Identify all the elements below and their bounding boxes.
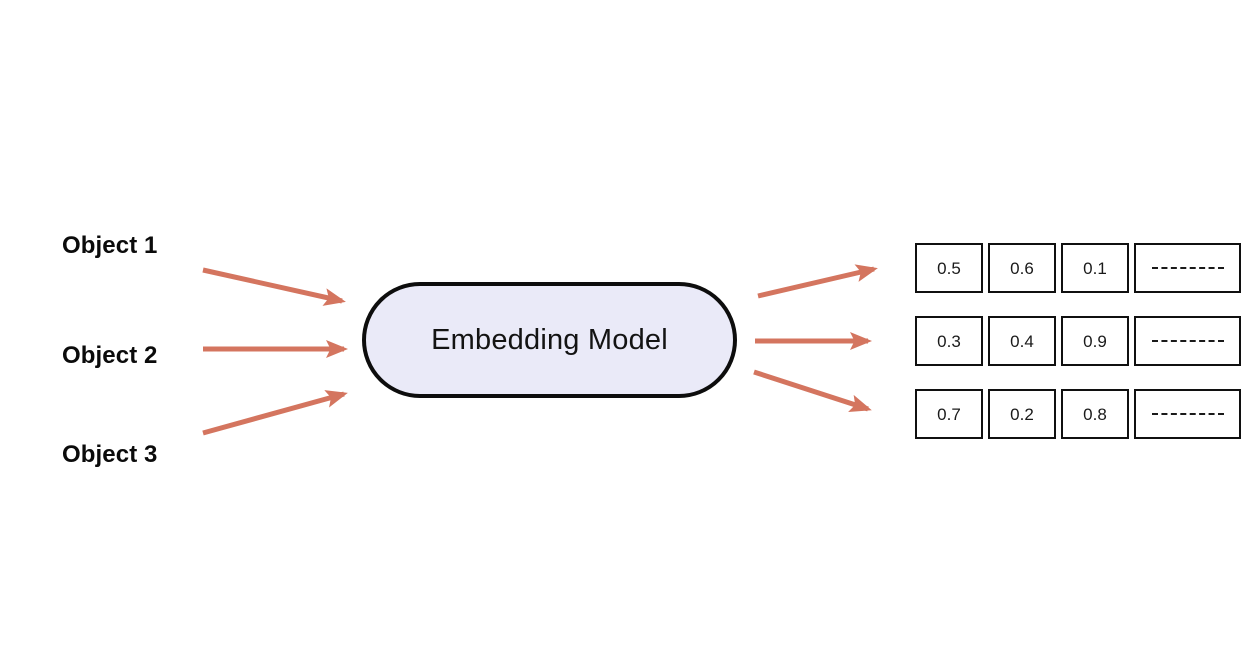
embedding-model-label: Embedding Model [431,323,668,356]
vector-cell: 0.9 [1061,316,1129,366]
input-label-object-3: Object 3 [62,441,158,468]
vector-cell: 0.6 [988,243,1056,293]
vector-cell: 0.3 [915,316,983,366]
output-arrow-3 [753,369,872,413]
embedding-vector-row: 0.3 0.4 0.9 [915,316,1241,366]
vector-cell: 0.2 [988,389,1056,439]
vector-cell-ellipsis [1134,243,1241,293]
input-label-object-1: Object 1 [62,232,158,259]
dashed-line-icon [1151,340,1224,342]
embedding-model-node: Embedding Model [362,282,737,398]
vector-cell: 0.5 [915,243,983,293]
input-label-object-2: Object 2 [62,342,158,369]
dashed-line-icon [1151,413,1224,415]
embedding-vector-row: 0.7 0.2 0.8 [915,389,1241,439]
vector-cell: 0.8 [1061,389,1129,439]
output-arrow-1 [757,264,878,299]
vector-cell: 0.4 [988,316,1056,366]
dashed-line-icon [1151,267,1224,269]
vector-cell: 0.7 [915,389,983,439]
vector-cell-ellipsis [1134,389,1241,439]
embedding-vector-row: 0.5 0.6 0.1 [915,243,1241,293]
input-arrow-3 [202,390,348,436]
vector-cell: 0.1 [1061,243,1129,293]
vector-cell-ellipsis [1134,316,1241,366]
input-arrow-1 [202,267,346,306]
